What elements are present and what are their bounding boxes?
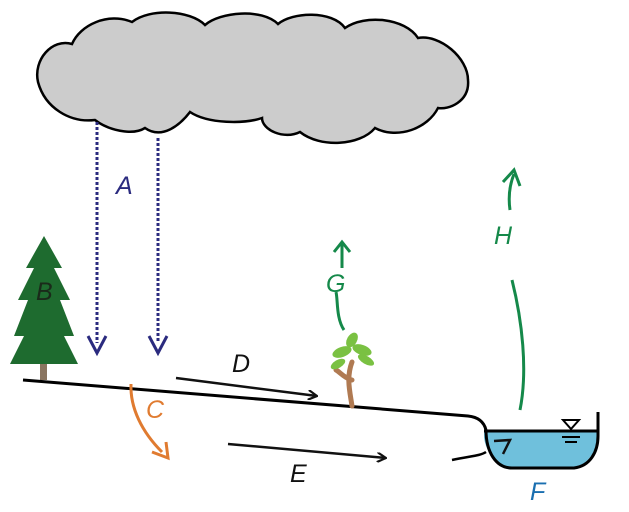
transpiration-arrow <box>334 291 346 331</box>
groundwater-inflow-line <box>451 450 487 462</box>
water-level-icon <box>560 419 582 443</box>
cloud-icon <box>35 11 470 144</box>
label-d: D <box>232 350 250 378</box>
lake-basin <box>484 412 600 470</box>
label-b: B <box>36 278 53 306</box>
infiltration-arrow <box>129 383 164 454</box>
groundwater-flow-arrow <box>227 442 386 458</box>
label-a: A <box>114 172 133 200</box>
tree-icon <box>10 236 78 380</box>
lake-water <box>484 431 598 468</box>
runoff-arrow <box>175 376 317 396</box>
label-e: E <box>290 460 307 488</box>
evaporation-arrow <box>510 279 526 411</box>
precipitation-arrows <box>86 122 169 357</box>
label-c: C <box>146 396 165 424</box>
label-f: F <box>530 478 547 506</box>
label-g: G <box>326 270 345 298</box>
evaporation-arrow-upper <box>507 173 516 211</box>
plant-icon <box>330 332 375 409</box>
ground-surface <box>22 378 488 431</box>
label-h: H <box>494 222 513 250</box>
